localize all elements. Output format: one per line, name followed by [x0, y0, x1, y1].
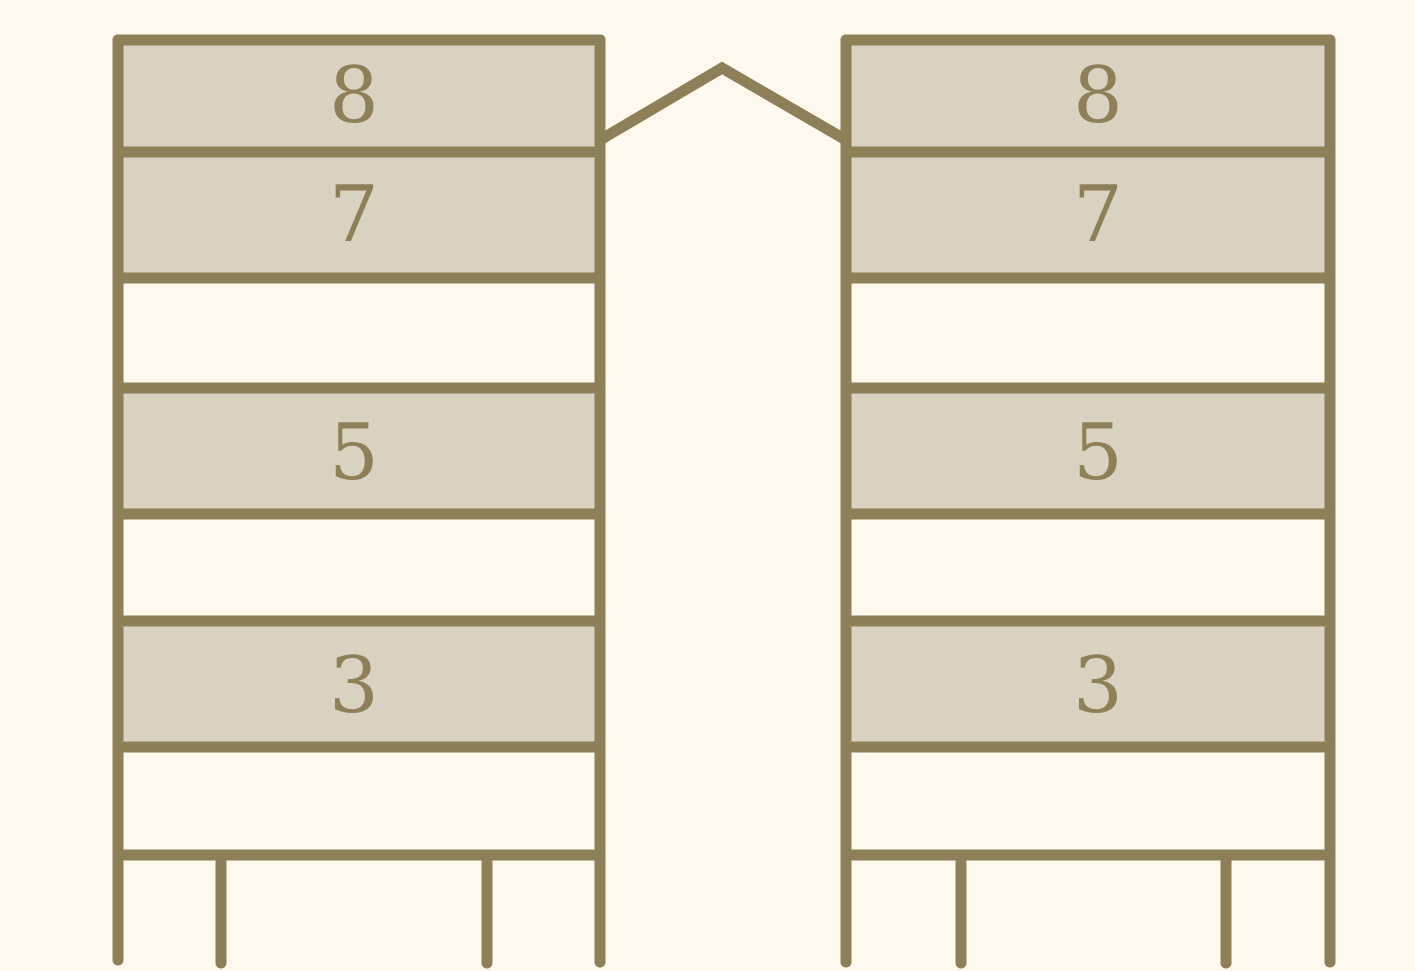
- floor-label: 8: [1073, 51, 1123, 141]
- floor-label: 3: [1073, 641, 1123, 731]
- floor-label: 5: [329, 408, 379, 498]
- right-building: 8 7 5 3: [846, 40, 1330, 963]
- floor-label: 7: [1073, 170, 1123, 260]
- floor-label: 5: [1073, 408, 1123, 498]
- floor-label: 8: [329, 51, 379, 141]
- floor-label: 7: [329, 170, 379, 260]
- floor-6-right: [846, 278, 1330, 388]
- floor-2-left: [118, 747, 600, 855]
- floor-label: 3: [329, 641, 379, 731]
- floor-2-right: [846, 747, 1330, 855]
- floor-6-left: [118, 278, 600, 388]
- left-building: 8 7 5 3: [118, 40, 600, 963]
- floor-4-right: [846, 514, 1330, 621]
- floor-4-left: [118, 514, 600, 621]
